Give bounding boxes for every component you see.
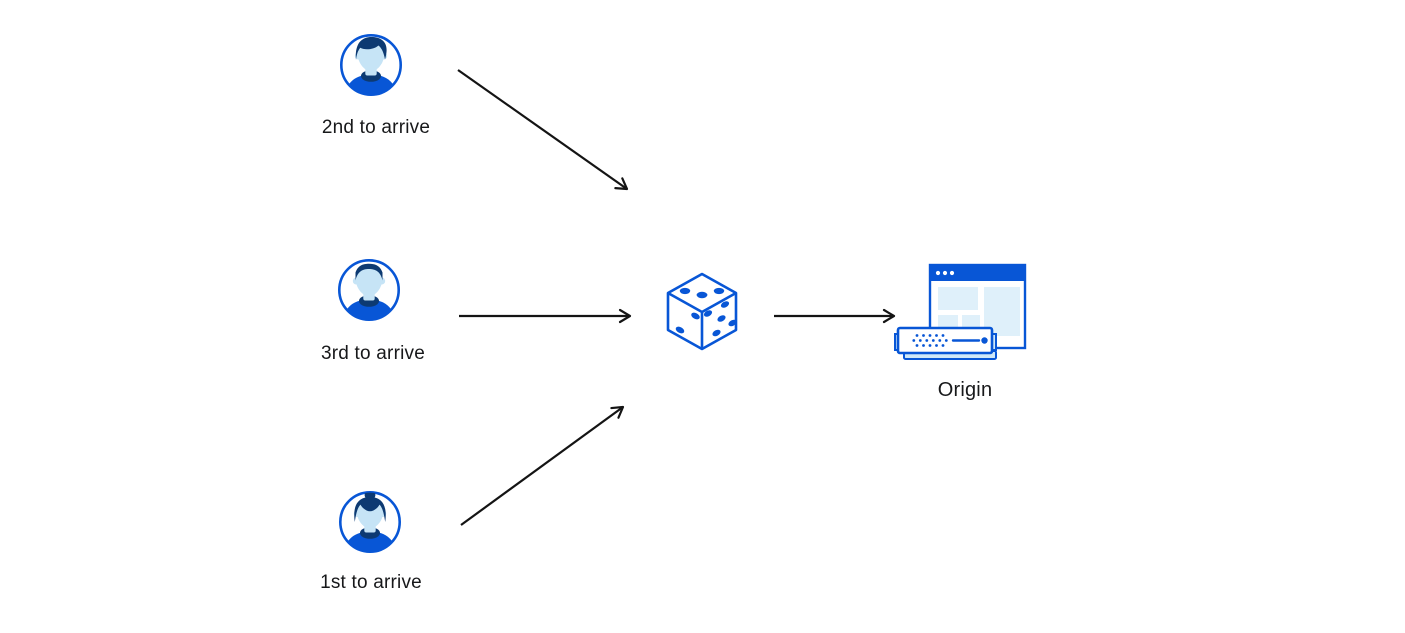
- avatar-woman-bun-hair-icon: [338, 490, 402, 554]
- client-bottom-label: 1st to arrive: [320, 572, 422, 593]
- server-indicator-light: [981, 337, 988, 344]
- browser-titlebar: [930, 265, 1025, 281]
- arrow-client-bottom-to-dice: [460, 405, 625, 526]
- client-top-label: 2nd to arrive: [321, 117, 431, 138]
- dice-icon: [666, 272, 738, 351]
- arrow-client-top-to-dice: [457, 69, 629, 191]
- server-icon: [894, 326, 997, 360]
- origin-label: Origin: [937, 379, 993, 401]
- client-middle-label: 3rd to arrive: [321, 343, 425, 364]
- avatar-man-flattop-hair-icon: [337, 258, 401, 322]
- server-vent-dots: [912, 334, 948, 347]
- avatar-man-swoosh-hair-icon: [339, 33, 403, 97]
- origin-server-browser-icon: [894, 263, 1027, 360]
